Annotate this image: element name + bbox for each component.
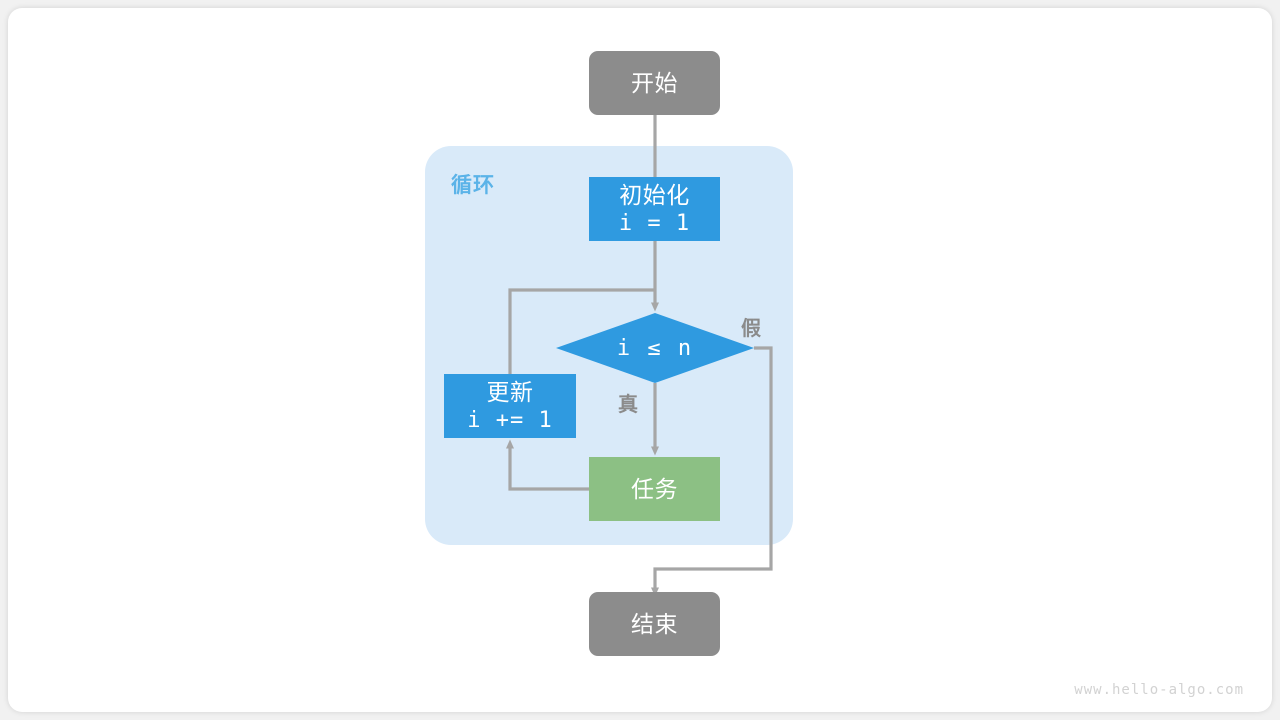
edge-label-false: 假: [741, 318, 762, 340]
node-init-line1: 初始化: [619, 181, 690, 208]
watermark: www.hello-algo.com: [1074, 682, 1244, 698]
node-start-label: 开始: [631, 69, 678, 96]
node-condition-label: i ≤ n: [616, 335, 694, 361]
node-task-label: 任务: [631, 475, 678, 502]
node-end[interactable]: 结束: [589, 592, 720, 656]
node-start[interactable]: 开始: [589, 51, 720, 115]
node-condition[interactable]: i ≤ n: [556, 313, 754, 383]
node-update-line1: 更新: [486, 378, 534, 405]
node-update-line2: i += 1: [467, 407, 553, 433]
node-end-label: 结束: [631, 610, 678, 637]
diamond-shape: [556, 313, 754, 383]
node-update[interactable]: 更新 i += 1: [444, 374, 576, 438]
node-init-line2: i = 1: [618, 210, 691, 236]
node-task[interactable]: 任务: [589, 457, 720, 521]
loop-container-label: 循环: [451, 174, 495, 197]
node-init[interactable]: 初始化 i = 1: [589, 177, 720, 241]
edge-label-true: 真: [618, 394, 639, 416]
